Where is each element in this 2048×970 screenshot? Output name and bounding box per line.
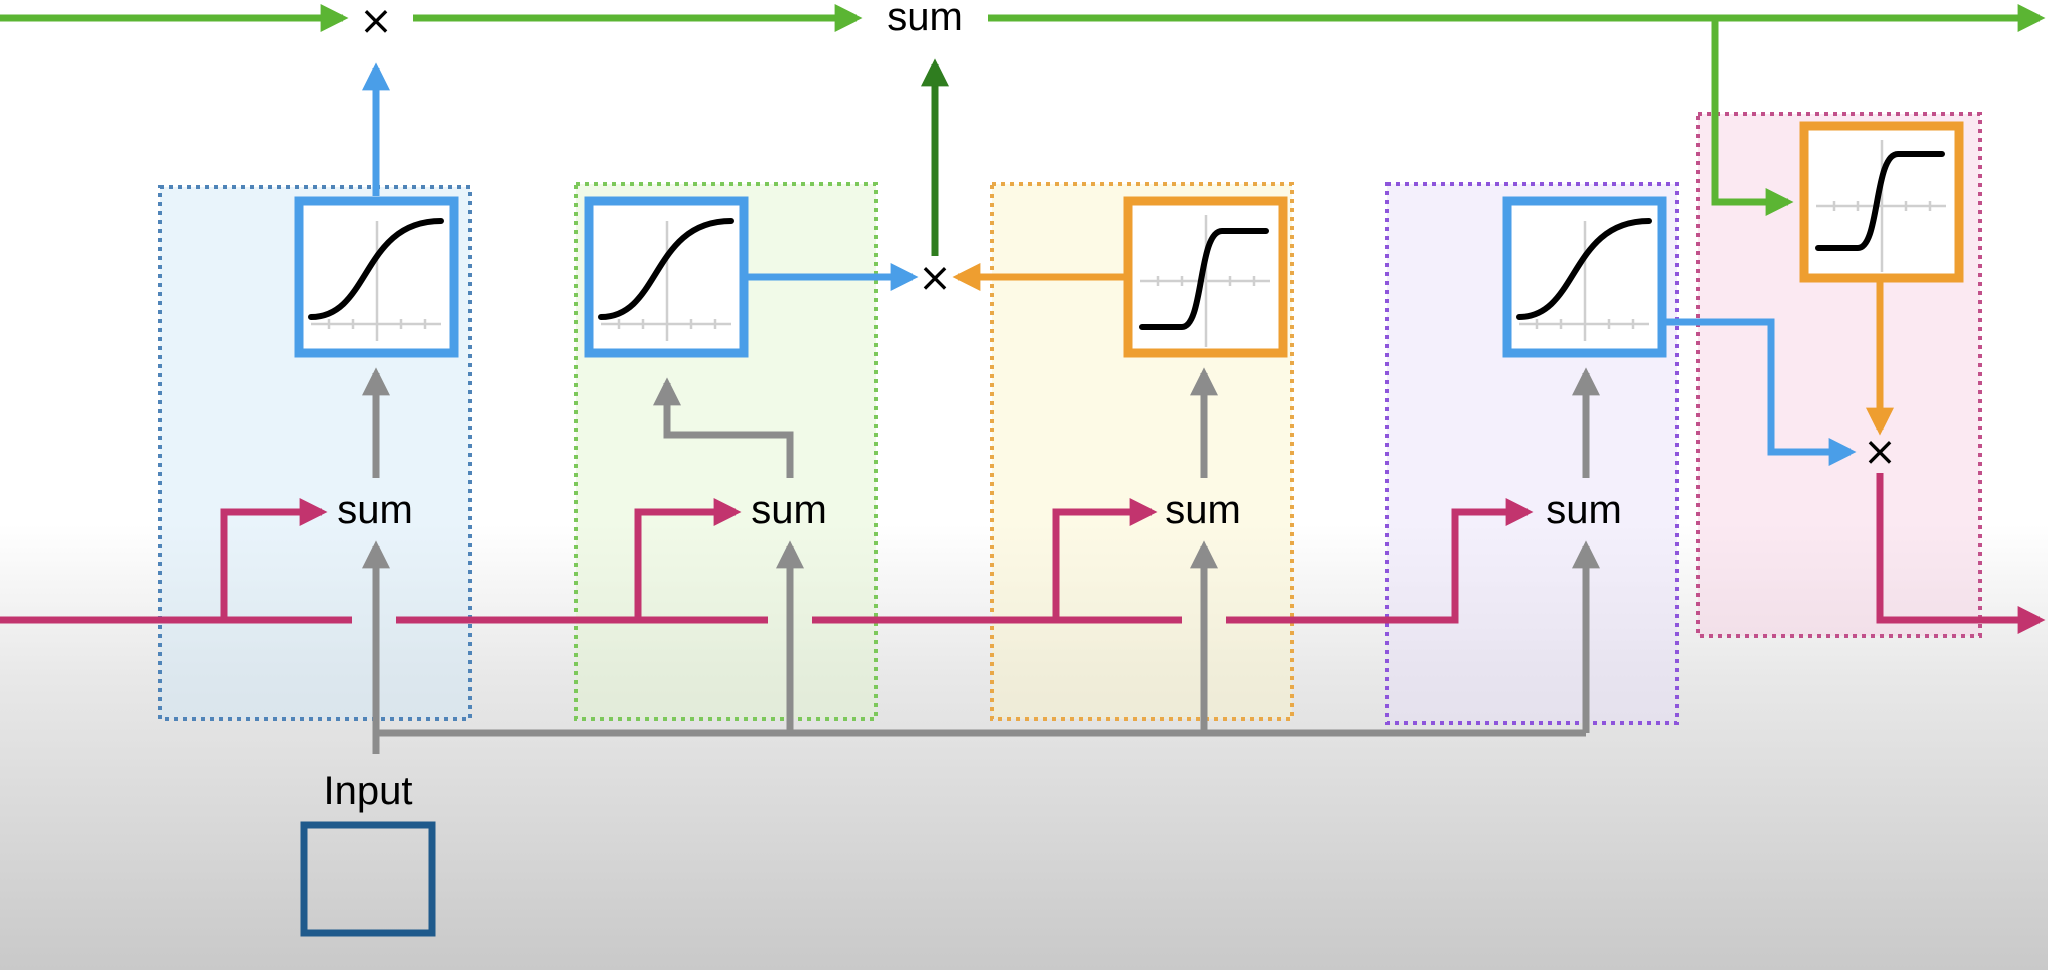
sum-label-input-sigmoid: sum <box>751 488 827 532</box>
multiply-operator-right: × <box>1863 429 1897 475</box>
multiply-operator-top-left: × <box>359 0 393 44</box>
sum-label-input-tanh: sum <box>1165 488 1241 532</box>
sum-label-forget: sum <box>337 488 413 532</box>
output-tanh-icon <box>1799 121 1964 283</box>
input-box <box>300 821 436 937</box>
activation-outputs <box>362 62 1894 466</box>
input-tanh-icon <box>1123 196 1288 358</box>
long-term-memory-lines <box>0 4 2046 256</box>
sum-label-output: sum <box>1546 488 1622 532</box>
input-lines <box>362 367 1600 754</box>
output-gate-sigmoid-icon <box>1502 196 1667 358</box>
sum-operator-top: sum <box>887 0 963 39</box>
input-gate-sigmoid-icon <box>584 196 749 358</box>
short-term-memory-lines <box>0 473 2046 634</box>
input-label: Input <box>324 769 413 813</box>
multiply-operator-center: × <box>918 255 952 301</box>
forget-gate-sigmoid-icon <box>294 196 459 358</box>
